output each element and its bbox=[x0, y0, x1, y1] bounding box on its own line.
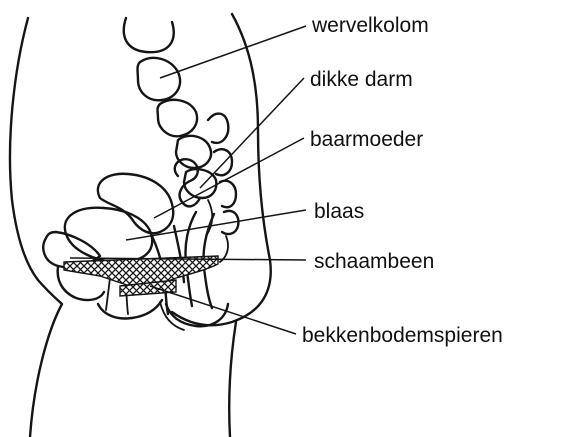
label-pelvic-floor: bekkenbodemspieren bbox=[302, 324, 503, 347]
leader-line-pelvic-floor bbox=[150, 286, 296, 334]
leader-line-bladder bbox=[126, 210, 306, 240]
pelvic-floor-drawing bbox=[64, 256, 228, 326]
label-pubic-bone: schaambeen bbox=[314, 250, 434, 273]
leader-line-colon bbox=[200, 78, 304, 188]
label-bladder: blaas bbox=[314, 200, 364, 223]
leader-line-spine bbox=[160, 26, 306, 78]
label-colon: dikke darm bbox=[310, 68, 413, 91]
label-spine: wervelkolom bbox=[311, 14, 429, 37]
body-outline bbox=[10, 14, 271, 437]
spine-drawing bbox=[124, 18, 239, 262]
colon-drawing bbox=[175, 159, 214, 308]
label-uterus: baarmoeder bbox=[310, 128, 423, 151]
